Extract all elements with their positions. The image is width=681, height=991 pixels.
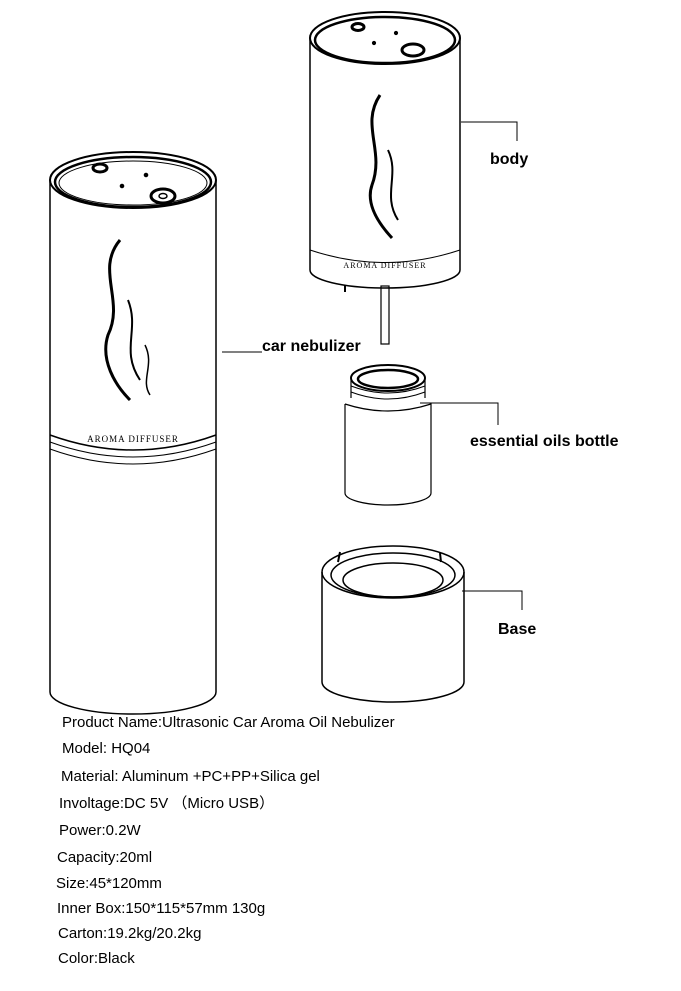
spec-item: Power:0.2W: [59, 822, 141, 839]
spec-item: Size:45*120mm: [56, 875, 162, 892]
power-button-icon: [91, 162, 109, 174]
spec-item: Involtage:DC 5V （Micro USB）: [59, 795, 275, 812]
callout-base: Base: [498, 621, 537, 638]
spec-item: Material: Aluminum +PC+PP+Silica gel: [61, 768, 320, 785]
spec-item: Inner Box:150*115*57mm 130g: [57, 900, 266, 917]
callout-car-nebulizer: car nebulizer: [262, 338, 361, 355]
print-label-body: AROMA DIFFUSER: [343, 261, 426, 270]
spec-item: Color:Black: [58, 950, 135, 967]
callout-lines: [222, 121, 523, 610]
spec-item: Model: HQ04: [62, 740, 151, 757]
spec-item: Carton:19.2kg/20.2kg: [58, 925, 202, 942]
essential-oil-bottle: [344, 364, 432, 506]
mist-button-icon: [149, 187, 177, 205]
base-part: [321, 545, 465, 703]
assembled-nebulizer: [49, 151, 217, 715]
callout-body: body: [490, 151, 529, 168]
body-part: [309, 11, 461, 345]
spec-item: Capacity:20ml: [57, 849, 153, 866]
print-label-left: AROMA DIFFUSER: [87, 434, 179, 444]
callout-bottle: essential oils bottle: [470, 433, 619, 450]
spec-item: Product Name:Ultrasonic Car Aroma Oil Ne…: [62, 714, 395, 731]
